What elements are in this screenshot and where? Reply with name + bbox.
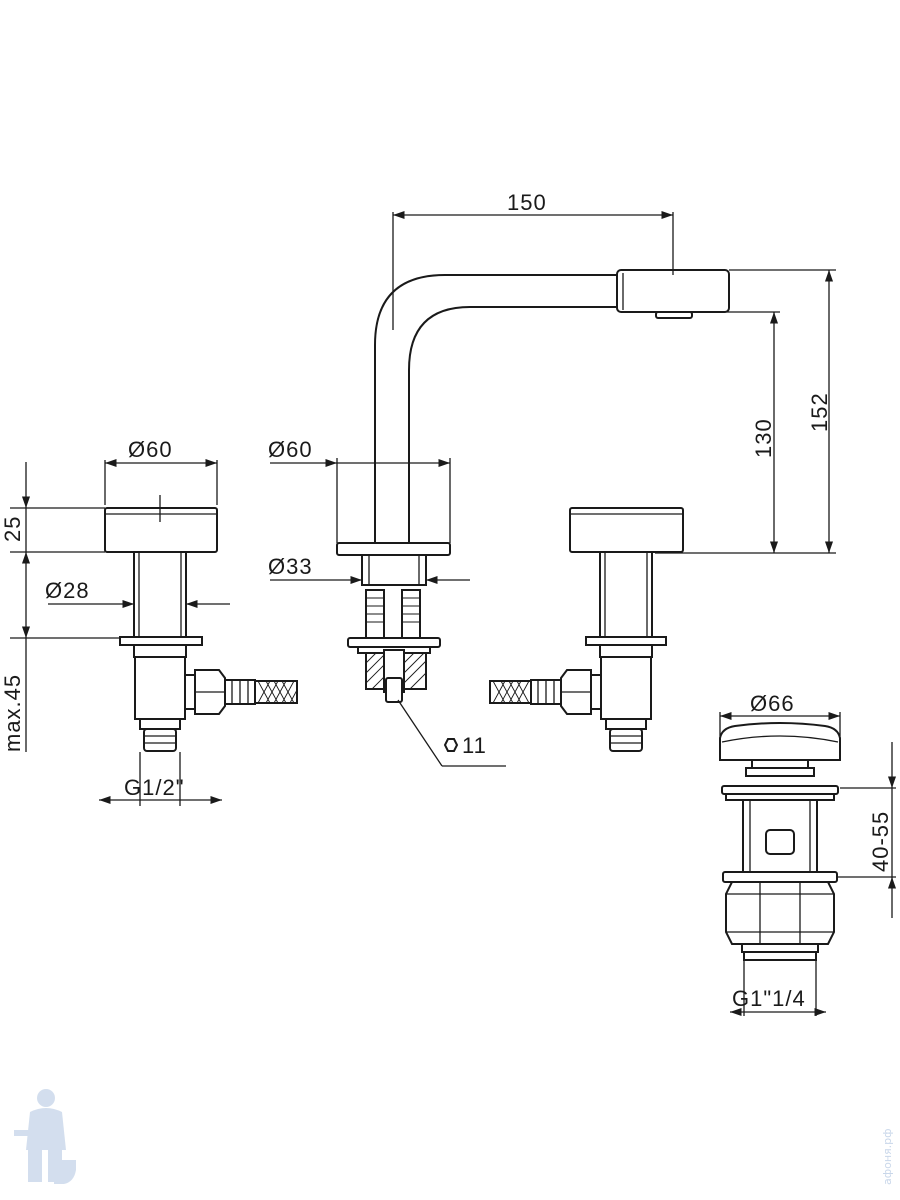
left-stem-diameter-label: Ø28 [45,578,90,603]
left-valve [104,495,298,752]
drain-thread-label: G1"1/4 [732,986,806,1011]
inlet-thread-label: G1/2" [124,775,185,800]
left-handle-diameter-label: Ø60 [128,437,173,462]
spout-height-outlet-label: 130 [751,418,776,458]
spout-height-total-label: 152 [807,392,832,432]
spout-base-diameter-label: Ø60 [268,437,313,462]
drain-diameter-label: Ø66 [750,691,795,716]
drain-assembly [719,722,841,961]
left-dimensions [10,458,230,806]
handle-height-label: 25 [0,516,25,542]
spout-dimensions [270,210,836,585]
plumber-logo-icon [14,1089,76,1184]
max-body-label: max.45 [0,674,25,752]
drain-dimensions [719,711,897,1017]
hex-nut-label: 11 [462,733,487,758]
spout-stem-diameter-label: Ø33 [268,554,313,579]
spout-reach-label: 150 [507,190,547,215]
watermark-site-text: афоня.рф [881,1128,894,1185]
drain-range-label: 40-55 [868,811,893,872]
right-valve [489,507,684,752]
